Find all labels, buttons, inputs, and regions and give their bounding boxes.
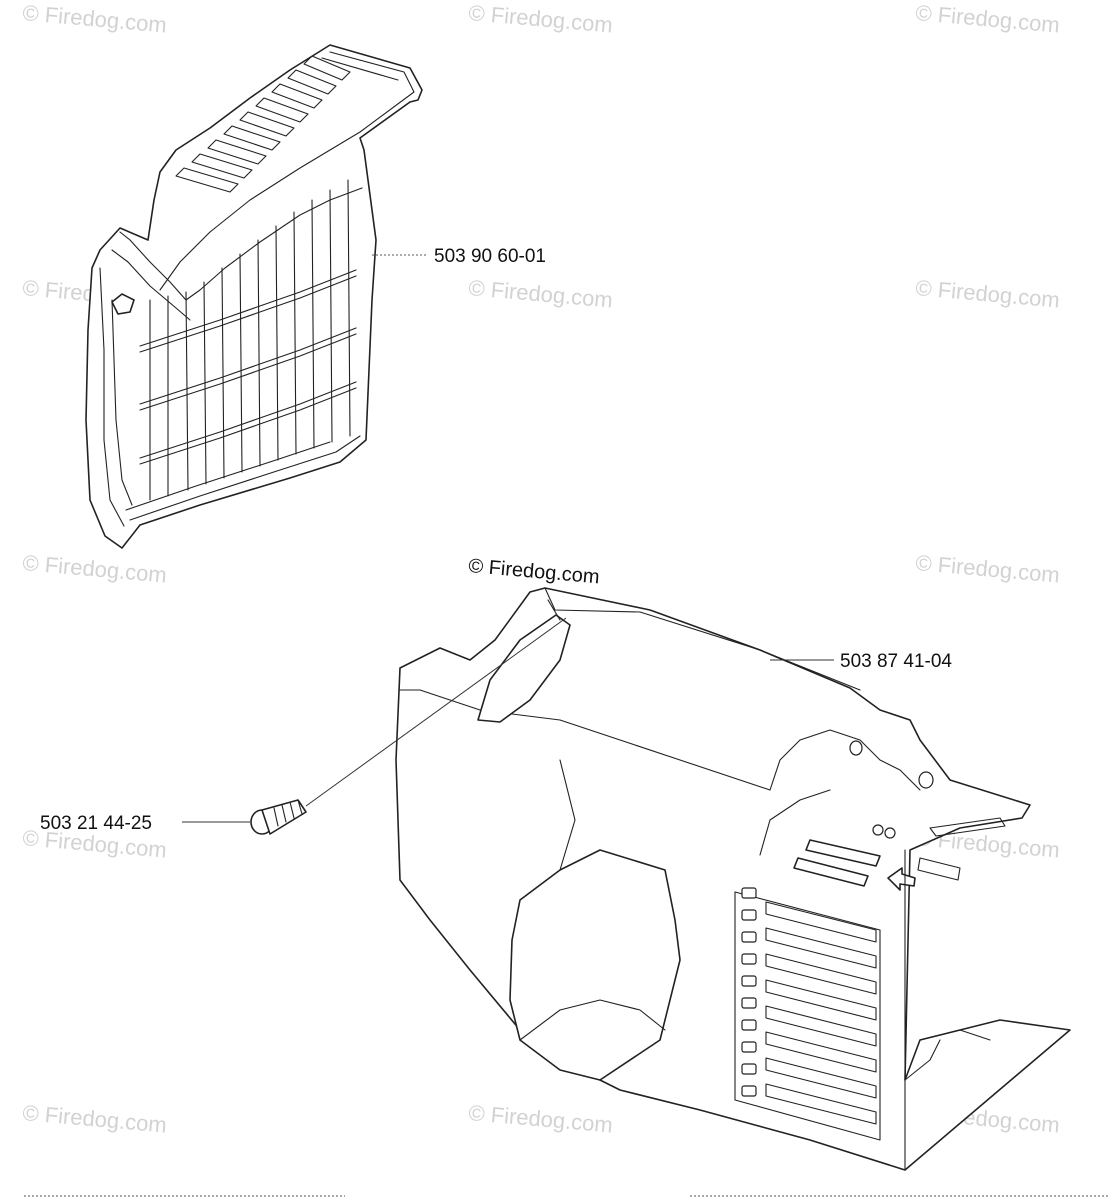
watermark: © Firedog.com	[22, 550, 168, 588]
watermark: © Firedog.com	[468, 1100, 614, 1138]
watermark: © Firedog.com	[915, 550, 1061, 588]
part-number-air-filter: 503 90 60-01	[434, 246, 546, 267]
watermark: © Firedog.com	[22, 1100, 168, 1138]
watermark: © Firedog.com	[22, 0, 168, 38]
watermark: © Firedog.com	[468, 0, 614, 38]
watermark-center: © Firedog.com	[468, 555, 601, 588]
air-filter-drawing	[85, 44, 423, 549]
screw-drawing	[250, 799, 307, 835]
watermark: © Firedog.com	[915, 0, 1061, 38]
part-number-screw: 503 21 44-25	[40, 813, 152, 834]
cylinder-cover-drawing	[395, 587, 1071, 1171]
watermark: © Firedog.com	[468, 275, 614, 313]
assembly-line-screw	[305, 617, 567, 807]
part-number-cylinder-cover: 503 87 41-04	[840, 651, 952, 672]
watermark: © Firedog.com	[915, 275, 1061, 313]
